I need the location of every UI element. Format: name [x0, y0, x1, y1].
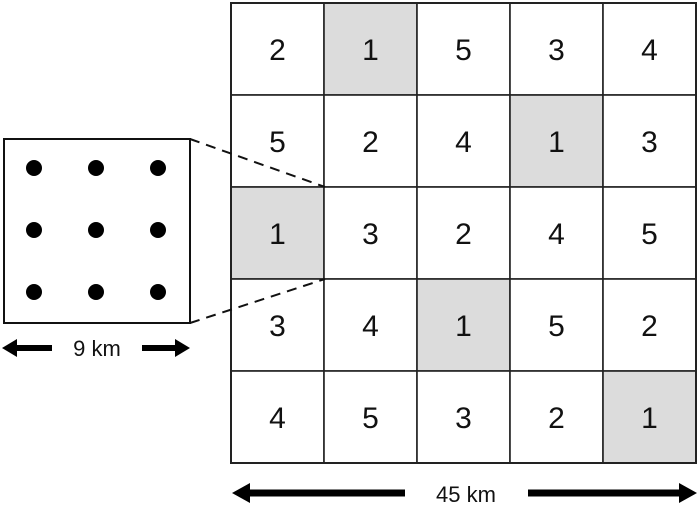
- grid-cell-r5-c1: [230, 370, 325, 464]
- grid-cell-label-r3-c3: 2: [455, 218, 472, 251]
- grid-labels: 2 1 5 3 4 5 2 4 1 3 1 3 2 4 5 3 4 1 5 2 4 5 3 2 1: [269, 34, 658, 435]
- zoom-connector-top: [189, 138, 326, 188]
- grid-cell-label-r4-c5: 2: [641, 310, 658, 343]
- grid-cell-r4-c5: [602, 278, 697, 372]
- grid-cell-label-r5-c3: 3: [455, 402, 472, 435]
- inset-dot-r3-c1: [26, 284, 42, 300]
- grid-cell-label-r4-c1: 3: [269, 310, 286, 343]
- inset-dot-r2-c2: [88, 222, 104, 238]
- zoom-connector-bottom: [189, 278, 326, 324]
- grid-cell-r2-c5: [602, 94, 697, 188]
- grid-cell-label-r1-c1: 2: [269, 34, 286, 67]
- grid-scale-bar: 45 km: [232, 480, 697, 507]
- inset-dot-r2-c3: [150, 222, 166, 238]
- grid-cells: [230, 2, 697, 464]
- inset-dot-r1-c2: [88, 160, 104, 176]
- grid-cell-r1-c1: [230, 2, 325, 96]
- grid-cell-r3-c2: [323, 186, 418, 280]
- inset-scale-label: 9 km: [73, 336, 121, 361]
- inset-dot-r3-c2: [88, 284, 104, 300]
- grid-cell-label-r4-c2: 4: [362, 310, 379, 343]
- inset-scale-right-arrowhead: [175, 339, 190, 357]
- inset-scale-left-arrowhead: [2, 339, 17, 357]
- grid-scale-label-backdrop: [430, 480, 502, 507]
- grid-cell-label-r5-c4: 2: [548, 402, 565, 435]
- grid-cell-label-r3-c4: 4: [548, 218, 565, 251]
- grid-cell-label-r2-c1: 5: [269, 126, 286, 159]
- inset-dot-r1-c1: [26, 160, 42, 176]
- grid-cell-r4-c4: [509, 278, 604, 372]
- grid-cell-label-r2-c5: 3: [641, 126, 658, 159]
- grid-scale-right-arrowhead: [679, 483, 697, 503]
- grid-cell-r5-c5: [602, 370, 697, 464]
- grid-cell-label-r3-c5: 5: [641, 218, 658, 251]
- grid-cell-r3-c4: [509, 186, 604, 280]
- inset-scale-bar: 9 km: [2, 334, 190, 363]
- inset-scale-label-backdrop: [67, 334, 127, 363]
- grid-border: [230, 2, 697, 464]
- inset-dot-r2-c1: [26, 222, 42, 238]
- grid-cell-r2-c3: [416, 94, 511, 188]
- grid-cell-label-r2-c3: 4: [455, 126, 472, 159]
- inset-dot-r3-c3: [150, 284, 166, 300]
- grid-cell-label-r2-c4: 1: [548, 126, 565, 159]
- grid-cell-label-r1-c5: 4: [641, 34, 658, 67]
- grid-cell-label-r4-c4: 5: [548, 310, 565, 343]
- grid-cell-label-r5-c2: 5: [362, 402, 379, 435]
- grid-cell-label-r1-c2: 1: [362, 34, 379, 67]
- grid-cell-label-r4-c3: 1: [455, 310, 472, 343]
- grid-cell-label-r5-c5: 1: [641, 402, 658, 435]
- grid-cell-label-r5-c1: 4: [269, 402, 286, 435]
- grid-cell-label-r3-c1: 1: [269, 218, 286, 251]
- inset-dots: [26, 160, 166, 300]
- grid-cell-r1-c2: [323, 2, 418, 96]
- inset-dot-r1-c3: [150, 160, 166, 176]
- grid-cell-label-r1-c4: 3: [548, 34, 565, 67]
- grid-cell-r5-c2: [323, 370, 418, 464]
- grid-cell-r4-c3: [416, 278, 511, 372]
- grid-scale-label: 45 km: [436, 482, 496, 507]
- grid-cell-label-r2-c2: 2: [362, 126, 379, 159]
- grid-scale-left-arrowhead: [232, 483, 250, 503]
- grid-cell-r5-c3: [416, 370, 511, 464]
- grid-cell-label-r1-c3: 5: [455, 34, 472, 67]
- grid-cell-r4-c2: [323, 278, 418, 372]
- grid-cell-label-r3-c2: 3: [362, 218, 379, 251]
